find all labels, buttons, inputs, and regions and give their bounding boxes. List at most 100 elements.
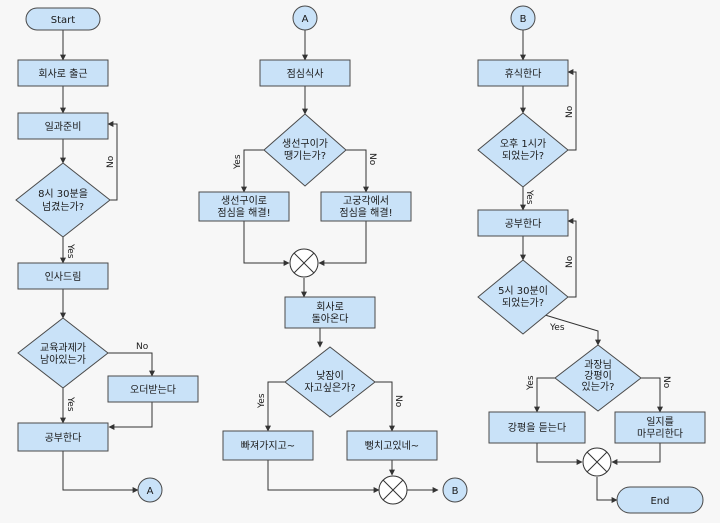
edge-q1pm-no — [567, 69, 577, 151]
order-wait-label: 오더받는다 — [130, 384, 176, 396]
go-work-box — [17, 59, 109, 87]
label-yes: Yes — [257, 393, 267, 409]
edge-finish-merge — [611, 443, 661, 465]
sleepy-label: 빠져가지고~ — [241, 440, 295, 452]
return-box — [284, 296, 376, 329]
awake-label: 뻥치고있네~ — [365, 440, 419, 452]
edge-q530-no — [567, 218, 577, 298]
edge-palace-merge — [318, 221, 367, 266]
edge-listen-merge — [536, 443, 583, 465]
label-yes: Yes — [65, 243, 75, 259]
end-label: End — [650, 496, 669, 507]
study-box-2 — [477, 209, 569, 237]
connector-A-in-label: A — [302, 14, 309, 25]
listen-label: 강평을 듣는다 — [508, 422, 566, 434]
column-1: Start 회사로 출근 일과준비 8시 30분을 넘겼는가? 인사드림 교육과… — [15, 7, 199, 503]
decision-1pm — [477, 112, 569, 188]
edge-labels: No Yes No Yes Yes No Yes No No Yes No Ye… — [65, 105, 671, 412]
palace-box — [320, 191, 412, 222]
start-terminal — [25, 7, 101, 31]
decision-lecture — [554, 344, 642, 412]
edge-sleepy-merge — [267, 460, 380, 493]
connector-A-out — [137, 477, 163, 503]
listen-box — [488, 411, 586, 444]
palace-line1: 고궁각에서 — [343, 195, 389, 207]
start-label: Start — [51, 15, 76, 26]
decision-1pm-line1: 오후 1시가 — [500, 138, 546, 150]
connector-A-in — [292, 5, 318, 31]
return-line2: 돌아온다 — [312, 313, 349, 325]
edge-order-study — [108, 402, 153, 430]
edge-qlecture-no — [641, 377, 663, 413]
decision-assignment — [17, 317, 109, 389]
decision-530-line1: 5시 30분이 — [498, 285, 548, 297]
label-yes: Yes — [233, 154, 243, 170]
decision-assignment-line1: 교육과제가 — [40, 342, 86, 354]
edge-qwant-yes — [241, 149, 264, 193]
fish-box — [198, 191, 290, 222]
merge-connector-nap — [378, 475, 408, 505]
connector-B-out-label: B — [452, 486, 459, 497]
decision-nap-line1: 낮잠이 — [316, 370, 344, 382]
prep-work-label: 일과준비 — [45, 121, 82, 133]
connector-B-in-label: B — [520, 14, 527, 25]
decision-nap-line2: 자고싶은가? — [304, 382, 355, 394]
merge-connector-end — [582, 447, 612, 477]
lunch-box — [259, 59, 351, 87]
finish-line1: 일지를 — [646, 416, 674, 428]
label-yes: Yes — [549, 323, 565, 333]
column-2: A 점심식사 생선구이가 땡기는가? 생선구이로 점심을 해결! 고궁각에서 점… — [198, 5, 468, 505]
prep-work-box — [17, 112, 109, 140]
edges — [60, 30, 663, 503]
decision-fish-line1: 생선구이가 — [282, 138, 328, 150]
fish-line2: 점심을 해결! — [217, 206, 270, 219]
decision-nap — [284, 346, 376, 418]
decision-time-line2: 넘겼는가? — [42, 201, 84, 213]
attendance-box — [17, 262, 109, 290]
edge-study-A — [62, 451, 139, 493]
sleepy-box — [222, 430, 314, 461]
label-no: No — [106, 155, 116, 168]
study-label: 공부한다 — [45, 432, 82, 444]
label-no: No — [565, 255, 575, 268]
connector-A-out-label: A — [147, 486, 154, 497]
merge-connector-lunch — [289, 248, 319, 278]
label-yes: Yes — [526, 375, 536, 391]
decision-lecture-line1: 과장님 — [584, 359, 612, 371]
edge-q530-yes — [544, 314, 601, 346]
edge-qnap-yes — [265, 381, 285, 432]
decision-fish — [263, 113, 347, 187]
label-no: No — [367, 153, 377, 166]
study-label-2: 공부한다 — [505, 218, 542, 230]
return-line1: 회사로 — [316, 301, 344, 313]
decision-time-line1: 8시 30분을 — [38, 188, 88, 200]
finish-line2: 마무리한다 — [637, 428, 683, 440]
edge-qnap-no — [375, 381, 395, 432]
lunch-label: 점심식사 — [287, 68, 324, 80]
connector-B-in — [510, 5, 536, 31]
decision-lecture-line3: 있는가? — [582, 381, 615, 393]
label-no: No — [136, 342, 149, 352]
label-yes: Yes — [65, 396, 75, 412]
finish-box — [614, 411, 706, 444]
palace-line2: 점심을 해결! — [339, 206, 392, 219]
order-wait-box — [107, 375, 199, 403]
label-no: No — [661, 376, 671, 389]
edge-fish-merge — [243, 221, 290, 266]
study-box — [17, 422, 109, 452]
fish-line1: 생선구이로 — [221, 195, 267, 207]
edge-qlecture-yes — [534, 377, 556, 413]
decision-assignment-line2: 남아있는가 — [40, 354, 86, 366]
decision-530-line2: 되었는가? — [502, 297, 544, 309]
awake-box — [346, 430, 438, 461]
connector-B-out — [442, 477, 468, 503]
decision-530 — [477, 259, 569, 335]
decision-time — [15, 162, 111, 238]
label-yes: Yes — [524, 189, 534, 205]
label-no: No — [565, 105, 575, 118]
end-terminal — [616, 486, 704, 514]
rest-label: 휴식한다 — [505, 68, 542, 80]
go-work-label: 회사로 출근 — [38, 68, 87, 80]
column-3: B 휴식한다 오후 1시가 되었는가? 공부한다 5시 30분이 되었는가? 과… — [477, 5, 706, 514]
